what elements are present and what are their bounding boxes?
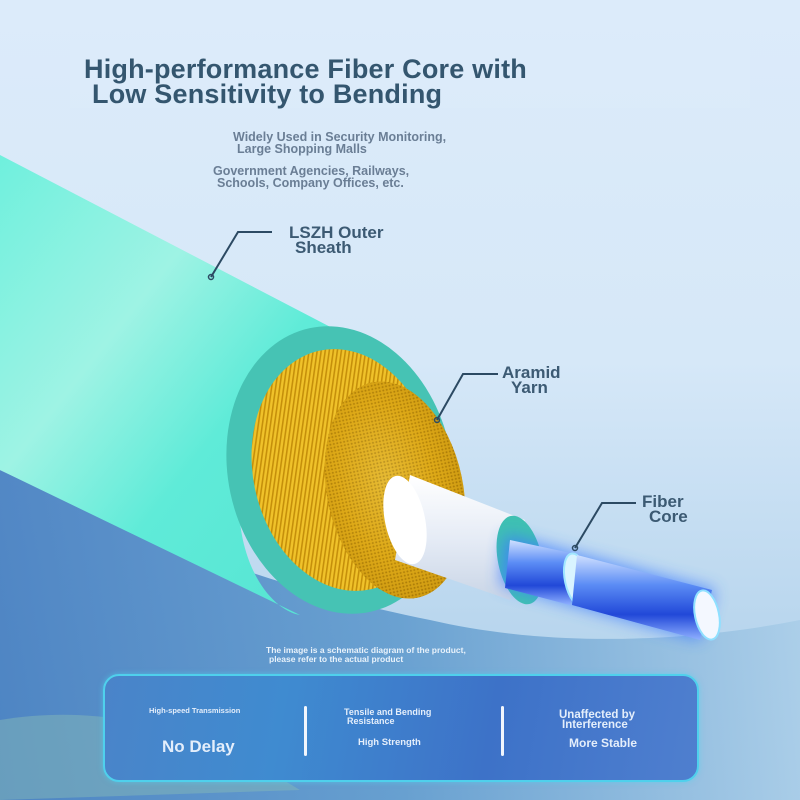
callout-fiber-core: Fiber Core [642,492,688,526]
feature-caption-line-1: Unaffected by [559,709,636,721]
callout-lszh-outer-sheath: LSZH Outer Sheath [289,223,384,257]
callout-line-2: Core [649,507,688,526]
feature-value: No Delay [162,737,235,756]
usage-text-line-2: Large Shopping Malls [237,142,367,156]
usage-text-line-3: Government Agencies, Railways, [213,164,410,178]
disclaimer-line-2: please refer to the actual product [269,654,404,664]
feature-caption-line-2: Resistance [347,716,395,726]
disclaimer-line-1: The image is a schematic diagram of the … [266,645,466,655]
feature-caption-line-2: Interference [562,719,628,731]
page-title-line-1: High-performance Fiber Core with [84,54,527,84]
feature-caption-line-1: Tensile and Bending [344,707,432,717]
feature-caption: High-speed Transmission [149,706,241,715]
page-title-line-2: Low Sensitivity to Bending [92,79,443,109]
feature-value: High Strength [358,737,421,748]
usage-text-line-4: Schools, Company Offices, etc. [217,176,404,190]
feature-divider [501,706,504,756]
feature-panel: High-speed Transmission No Delay Tensile… [103,674,699,782]
feature-divider [304,706,307,756]
callout-line-1: Aramid [502,363,561,382]
title-backdrop [70,40,750,108]
callout-line-1: Fiber [642,492,684,511]
callout-line-2: Yarn [511,378,548,397]
feature-value: More Stable [569,736,638,750]
callout-line-1: LSZH Outer [289,223,384,242]
usage-text-line-1: Widely Used in Security Monitoring, [233,130,447,144]
callout-aramid-yarn: Aramid Yarn [502,363,561,397]
callout-line-2: Sheath [295,238,352,257]
